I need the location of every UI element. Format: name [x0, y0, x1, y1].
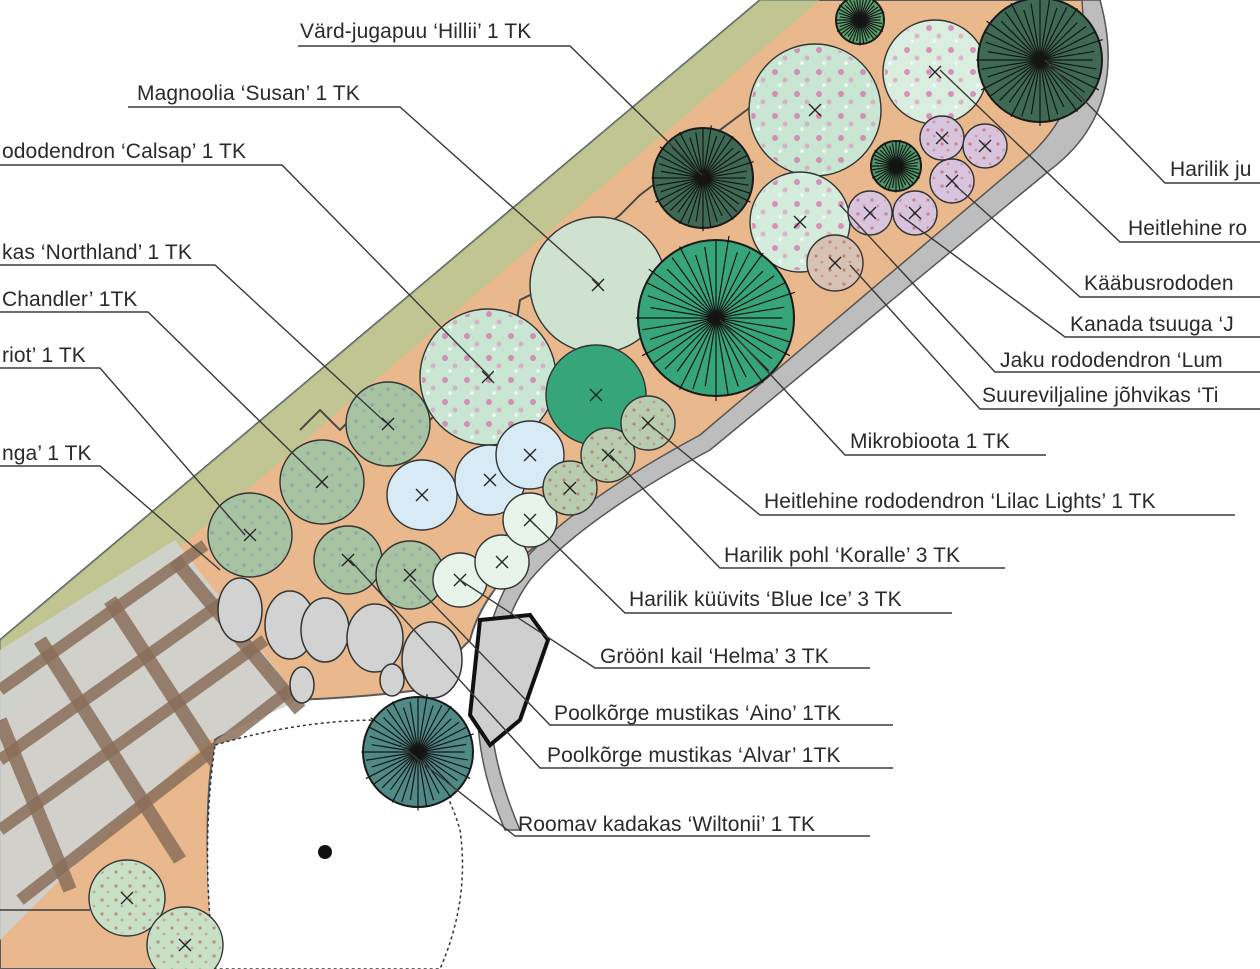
label-mikrobioota: Mikrobioota 1 TK [850, 430, 1010, 453]
boulder [467, 612, 551, 748]
label-nga: nga’ 1 TK [2, 442, 92, 465]
label-aino: Poolkõrge mustikas ‘Aino’ 1TK [554, 702, 841, 725]
plant-harilik-jugapuu [976, 0, 1103, 126]
label-magnoolia: Magnoolia ‘Susan’ 1 TK [137, 82, 360, 105]
plant-pink-rhododendron-2 [882, 19, 988, 125]
plant-koralle-2 [580, 427, 636, 483]
label-blueice: Harilik küüvits ‘Blue Ice’ 3 TK [629, 588, 902, 611]
path-edge [476, 0, 1109, 831]
plant-koralle-3 [620, 395, 676, 451]
label-calsap: ododendron ‘Calsap’ 1 TK [2, 140, 247, 163]
plant-kanada-tsuuga [870, 139, 922, 193]
leader-lines [0, 45, 1260, 911]
label-vard-jugapuu: Värd-jugapuu ‘Hillii’ 1 TK [300, 20, 532, 43]
plant-calsap [419, 308, 557, 446]
plant-blue-ice-3 [495, 420, 565, 490]
plant-kaabus-2 [962, 123, 1008, 169]
plant-suureviljaline [806, 234, 864, 292]
plant-jaku-1 [847, 190, 893, 236]
label-heitlehine-ro: Heitlehine ro [1128, 217, 1248, 240]
plant-patriot [207, 492, 293, 578]
label-kaabus: Kääbusrododen [1084, 272, 1234, 295]
plant-bottom-2 [146, 906, 224, 969]
label-helma: GröönI kail ‘Helma’ 3 TK [600, 645, 829, 668]
label-wiltonii: Roomav kadakas ‘Wiltonii’ 1 TK [518, 813, 816, 836]
plant-pink-rhododendron [748, 43, 882, 177]
plant-small-conifer [835, 0, 885, 46]
label-lilac: Heitlehine rododendron ‘Lilac Lights’ 1 … [764, 490, 1156, 513]
label-suureviljaline: Suureviljaline jõhvikas ‘Ti [982, 384, 1219, 407]
label-kanada: Kanada tsuuga ‘J [1070, 313, 1234, 336]
plant-northland [345, 381, 431, 467]
label-harilik-ju: Harilik ju [1170, 158, 1252, 181]
label-northland: kas ‘Northland’ 1 TK [2, 241, 192, 264]
plant-helma-2 [474, 534, 530, 590]
plant-kaabus-1 [919, 115, 965, 161]
stepping-stones [217, 577, 463, 704]
label-alvar: Poolkõrge mustikas ‘Alvar’ 1TK [547, 744, 841, 767]
lawn-marker [318, 845, 332, 859]
deck [0, 540, 306, 940]
plant-jaku-2 [892, 190, 938, 236]
label-jaku: Jaku rododendron ‘Lum [1000, 349, 1223, 372]
label-chandler: Chandler’ 1TK [2, 288, 138, 311]
label-koralle: Harilik pohl ‘Koralle’ 3 TK [724, 544, 961, 567]
plant-bottom-1 [88, 859, 166, 937]
label-patriot: riot’ 1 TK [2, 344, 86, 367]
plant-koralle-1 [542, 460, 598, 516]
plant-vard-jugapuu [651, 125, 754, 232]
plant-blue-ice-1 [386, 459, 458, 531]
plant-alvar [375, 540, 445, 610]
